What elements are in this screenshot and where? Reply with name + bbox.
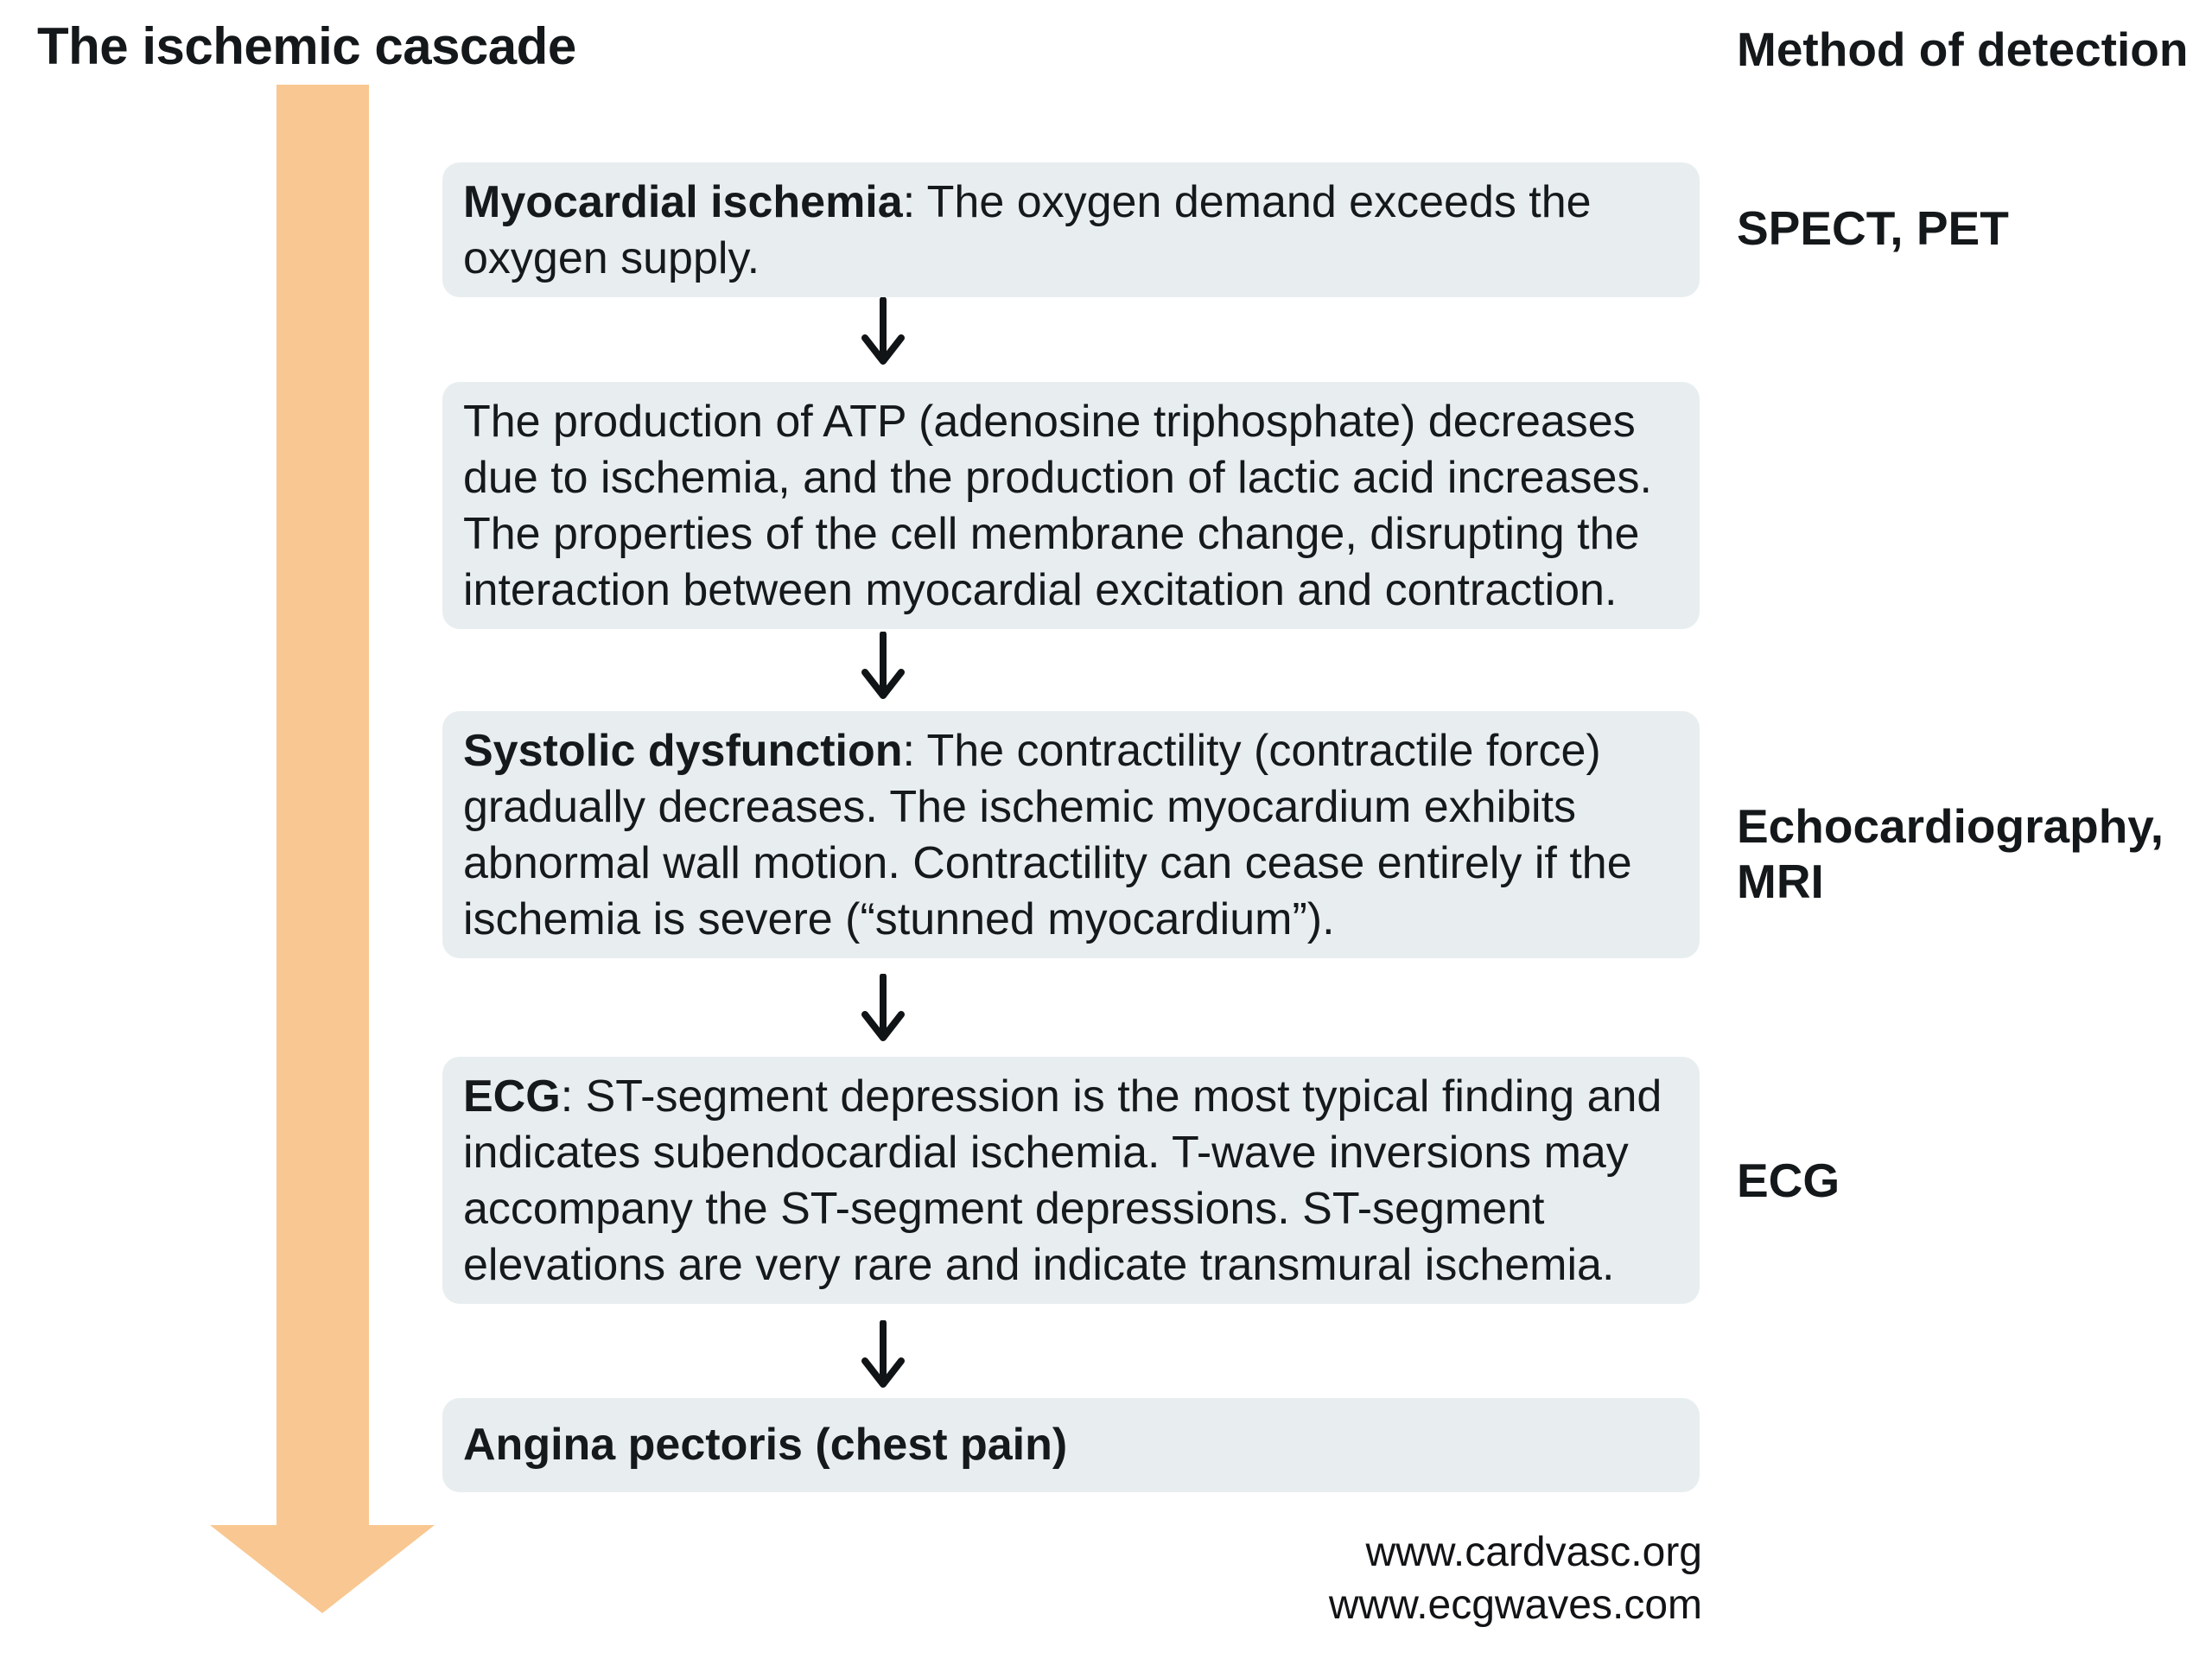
detection-label-ecg: ECG — [1737, 1154, 1840, 1207]
down-arrow-icon — [861, 974, 905, 1041]
down-arrow-icon — [861, 297, 905, 365]
step-text: : ST-segment depression is the most typi… — [463, 1071, 1662, 1290]
method-of-detection-header: Method of detection — [1737, 22, 2189, 76]
cascade-arrow-shaft — [276, 85, 369, 1525]
website-ecgwaves: www.ecgwaves.com — [1328, 1582, 1702, 1628]
step-box-myocardial-ischemia: Myocardial ischemia: The oxygen demand e… — [442, 162, 1700, 297]
step-lead: Systolic dysfunction — [463, 726, 903, 776]
step-lead: Myocardial ischemia — [463, 177, 903, 227]
step-box-ecg-changes: ECG: ST-segment depression is the most t… — [442, 1057, 1700, 1304]
detection-label-spect-pet: SPECT, PET — [1737, 201, 2009, 255]
cascade-arrow-head — [210, 1525, 435, 1613]
cascade-progression-arrow-icon — [210, 85, 435, 1613]
step-lead: ECG — [463, 1071, 561, 1122]
step-box-angina-pectoris: Angina pectoris (chest pain) — [442, 1398, 1700, 1492]
step-text: : The contractility (contractile force) … — [463, 726, 1632, 944]
detection-label-echocardiography-mri: Echocardiography, MRI — [1737, 799, 2164, 908]
page-title: The ischemic cascade — [37, 17, 576, 75]
down-arrow-icon — [861, 632, 905, 699]
step-text: The production of ATP (adenosine triphos… — [463, 397, 1652, 615]
down-arrow-icon — [861, 1320, 905, 1388]
step-lead: Angina pectoris (chest pain) — [463, 1420, 1068, 1470]
step-box-atp-production: The production of ATP (adenosine triphos… — [442, 382, 1700, 629]
source-websites: www.cardvasc.org www.ecgwaves.com — [1011, 1526, 1702, 1631]
step-text: : The oxygen demand exceeds the oxygen s… — [463, 177, 1592, 283]
step-box-systolic-dysfunction: Systolic dysfunction: The contractility … — [442, 711, 1700, 958]
website-cardvasc: www.cardvasc.org — [1365, 1529, 1702, 1575]
